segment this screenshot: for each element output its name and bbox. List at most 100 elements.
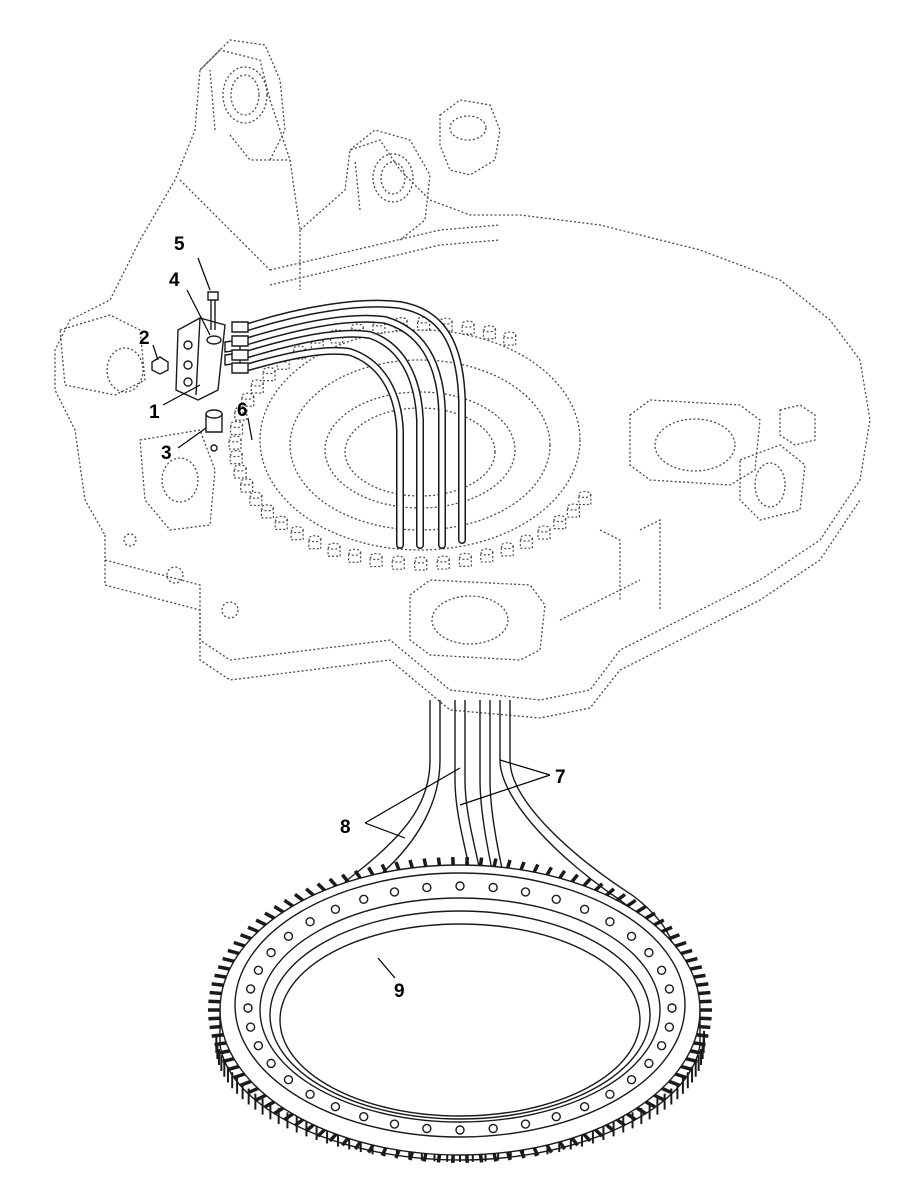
bearing-ring-outer [259,329,581,551]
pivot-bore-center [372,153,414,203]
gear-tooth [626,898,637,908]
callout-5: 5 [174,234,185,255]
gear-tooth [661,925,673,934]
leader-8 [364,767,461,839]
bolt-head [566,503,581,518]
bearing-ring-mid [289,359,551,531]
cylinder-mount-bore [449,115,487,141]
gear-tooth [227,948,240,956]
gear-tooth [605,887,616,897]
ring-hole [266,947,276,958]
ring-hole [330,1102,341,1112]
gear-tooth [222,956,235,963]
deck-hole [166,566,184,584]
gear-tooth [696,1032,709,1038]
spacer-top [205,409,223,419]
bolt-head [308,535,322,550]
ring-hole [579,1102,590,1112]
ring-hole [551,1112,561,1122]
gear-tooth [680,948,693,956]
bolt-head [482,325,497,340]
gear-tooth [626,1112,637,1122]
gear-tooth [680,1064,693,1072]
deck-rim [104,499,861,719]
ring-hole [455,1125,465,1135]
gear-tooth [422,1153,428,1162]
ring-hole [605,1089,615,1099]
bolt-head [229,450,243,465]
bolt-head [500,542,514,557]
front-pad-hole [431,595,509,645]
bolt-head [207,291,219,301]
gear-tooth [283,898,294,908]
gear-tooth [209,990,222,996]
boom-mount-center [349,129,431,241]
hose-fitting [231,335,249,347]
bolt-head [241,392,255,407]
gear-tooth [689,965,703,971]
nut [151,356,169,375]
gear-tooth [304,887,315,897]
leader-6 [247,417,253,441]
gear-tooth [696,982,709,988]
gear-tooth [255,1093,267,1102]
right-pad [629,399,761,486]
ring-hole [359,894,369,904]
callout-labels: 5 4 2 1 3 6 7 8 9 [139,234,566,1002]
callout-2: 2 [139,328,150,349]
gear-tooth [328,877,338,888]
gear-tooth [380,863,388,873]
gear-tooth [436,1154,442,1163]
right-lug [779,404,816,446]
bolt-head [461,320,475,335]
leader-lines [152,257,551,979]
ring-hole [656,965,667,975]
ring-outer-step [234,872,686,1138]
gear-tooth [594,882,604,892]
bolt-head [503,331,517,346]
ring-hole [644,1058,654,1069]
bolt-head [249,491,263,506]
gear-tooth [255,918,267,927]
ring-hole [664,1022,675,1032]
gear-tooth [233,1072,246,1080]
gear-tooth [653,918,665,927]
gear-tooth [558,869,567,880]
ring-hole [644,947,654,958]
gear-tooth [532,863,540,873]
left-block [59,314,216,531]
leader-2 [152,344,159,361]
hose-fitting [231,362,249,374]
gear-tooth [353,869,362,880]
gear-tooth [353,1140,362,1151]
right-block-bore [754,462,786,508]
bolt-head [391,555,405,570]
bolt-head [578,490,592,506]
ring-inner-2 [269,910,651,1120]
bolt-head [240,478,254,493]
ring-hole [520,1119,531,1129]
gear-tooth [635,905,647,914]
gear-tooth [478,857,484,866]
bolt-head [519,534,533,549]
manifold-block-edge [195,317,201,396]
ring-hole [455,881,465,891]
manifold-port [183,360,193,370]
gear-tooth [283,1112,294,1122]
gear-tooth [273,905,285,914]
ring-hole [245,984,256,994]
gear-tooth [616,892,627,902]
hose-fitting [231,349,249,361]
gear-tooth [211,1032,224,1038]
manifold-port [183,340,193,350]
frame-web [559,518,661,621]
pivot-bore-left [222,66,268,124]
leader-4 [186,289,211,336]
pivot-bore-center-inner [380,161,406,195]
ring-hole [626,1075,637,1085]
gear-tooth [341,873,350,883]
gear-tooth [668,933,681,941]
bolt-head [274,515,288,530]
